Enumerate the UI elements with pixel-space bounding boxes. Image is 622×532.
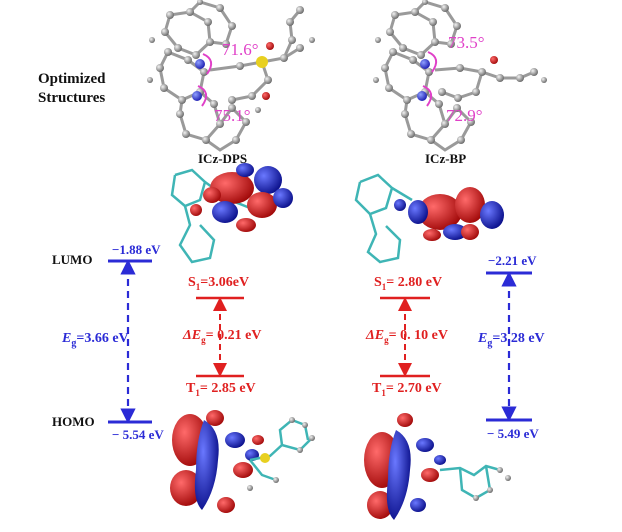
left-t1-prefix: T — [186, 381, 196, 396]
homo-label: HOMO — [52, 414, 95, 429]
right-gap-value: =3.28 eV — [492, 331, 545, 346]
right-t1-sub: 1 — [381, 387, 386, 398]
right-lumo-energy: −2.21 eV — [488, 253, 537, 268]
icz-bp-lumo-orbital — [354, 173, 504, 264]
left-delta-value: = 0.21 eV — [205, 328, 262, 343]
right-delta-sub: g — [384, 334, 389, 345]
right-gap-label: Eg=3.28 eV — [478, 331, 545, 349]
left-t1-value: = 2.85 eV — [199, 381, 256, 396]
right-t1-value: = 2.70 eV — [385, 381, 442, 396]
left-s1-label: S1=3.06eV — [188, 275, 249, 292]
left-t1-label: T1= 2.85 eV — [186, 381, 256, 398]
icz-bp-homo-orbital — [364, 413, 511, 520]
left-t1-sub: 1 — [195, 387, 200, 398]
left-s1-sub: 1 — [195, 281, 201, 292]
right-t1-label: T1= 2.70 eV — [372, 381, 442, 398]
left-angle-bottom: 75.1° — [214, 106, 251, 125]
left-delta-label: ΔEg= 0.21 eV — [183, 328, 261, 345]
left-gap-value: =3.66 eV — [76, 331, 129, 346]
left-s1-value: =3.06eV — [200, 275, 250, 290]
right-delta-value: = 0. 10 eV — [388, 328, 448, 343]
lumo-label: LUMO — [52, 252, 93, 267]
optimized-structures-line1: Optimized — [38, 71, 106, 87]
icz-bp-name: ICz-BP — [425, 151, 467, 166]
left-lumo-energy: −1.88 eV — [112, 242, 161, 257]
optimized-structures-line2: Structures — [38, 90, 106, 106]
icz-dps-lumo-orbital — [170, 163, 293, 264]
left-gap-symbol: E — [62, 331, 72, 346]
left-delta-prefix: ΔE — [183, 328, 202, 343]
icz-dps-optimized-structure — [147, 0, 315, 152]
right-s1-prefix: S — [374, 275, 382, 290]
right-angle-top: 73.5° — [448, 33, 485, 52]
icz-bp-optimized-structure — [373, 0, 547, 152]
right-s1-value: = 2.80 eV — [386, 275, 443, 290]
right-gap-symbol: E — [478, 331, 488, 346]
left-gap-label: Eg=3.66 eV — [62, 331, 129, 349]
icz-dps-homo-orbital — [170, 410, 315, 513]
left-delta-sub: g — [201, 334, 206, 345]
icz-dps-name: ICz-DPS — [198, 151, 248, 166]
left-homo-energy: − 5.54 eV — [112, 427, 164, 442]
right-delta-prefix: ΔE — [366, 328, 385, 343]
right-delta-label: ΔEg= 0. 10 eV — [366, 328, 448, 345]
left-gap-sub: g — [71, 337, 77, 349]
left-angle-top: 71.6° — [222, 40, 259, 59]
left-s1-prefix: S — [188, 275, 196, 290]
optimized-structures-label: Optimized Structures — [38, 70, 106, 108]
right-t1-prefix: T — [372, 381, 382, 396]
right-angle-bottom: 72.9° — [446, 106, 483, 125]
right-s1-label: S1= 2.80 eV — [374, 275, 442, 292]
right-s1-sub: 1 — [381, 281, 387, 292]
right-homo-energy: − 5.49 eV — [487, 426, 539, 441]
right-gap-sub: g — [487, 337, 493, 349]
